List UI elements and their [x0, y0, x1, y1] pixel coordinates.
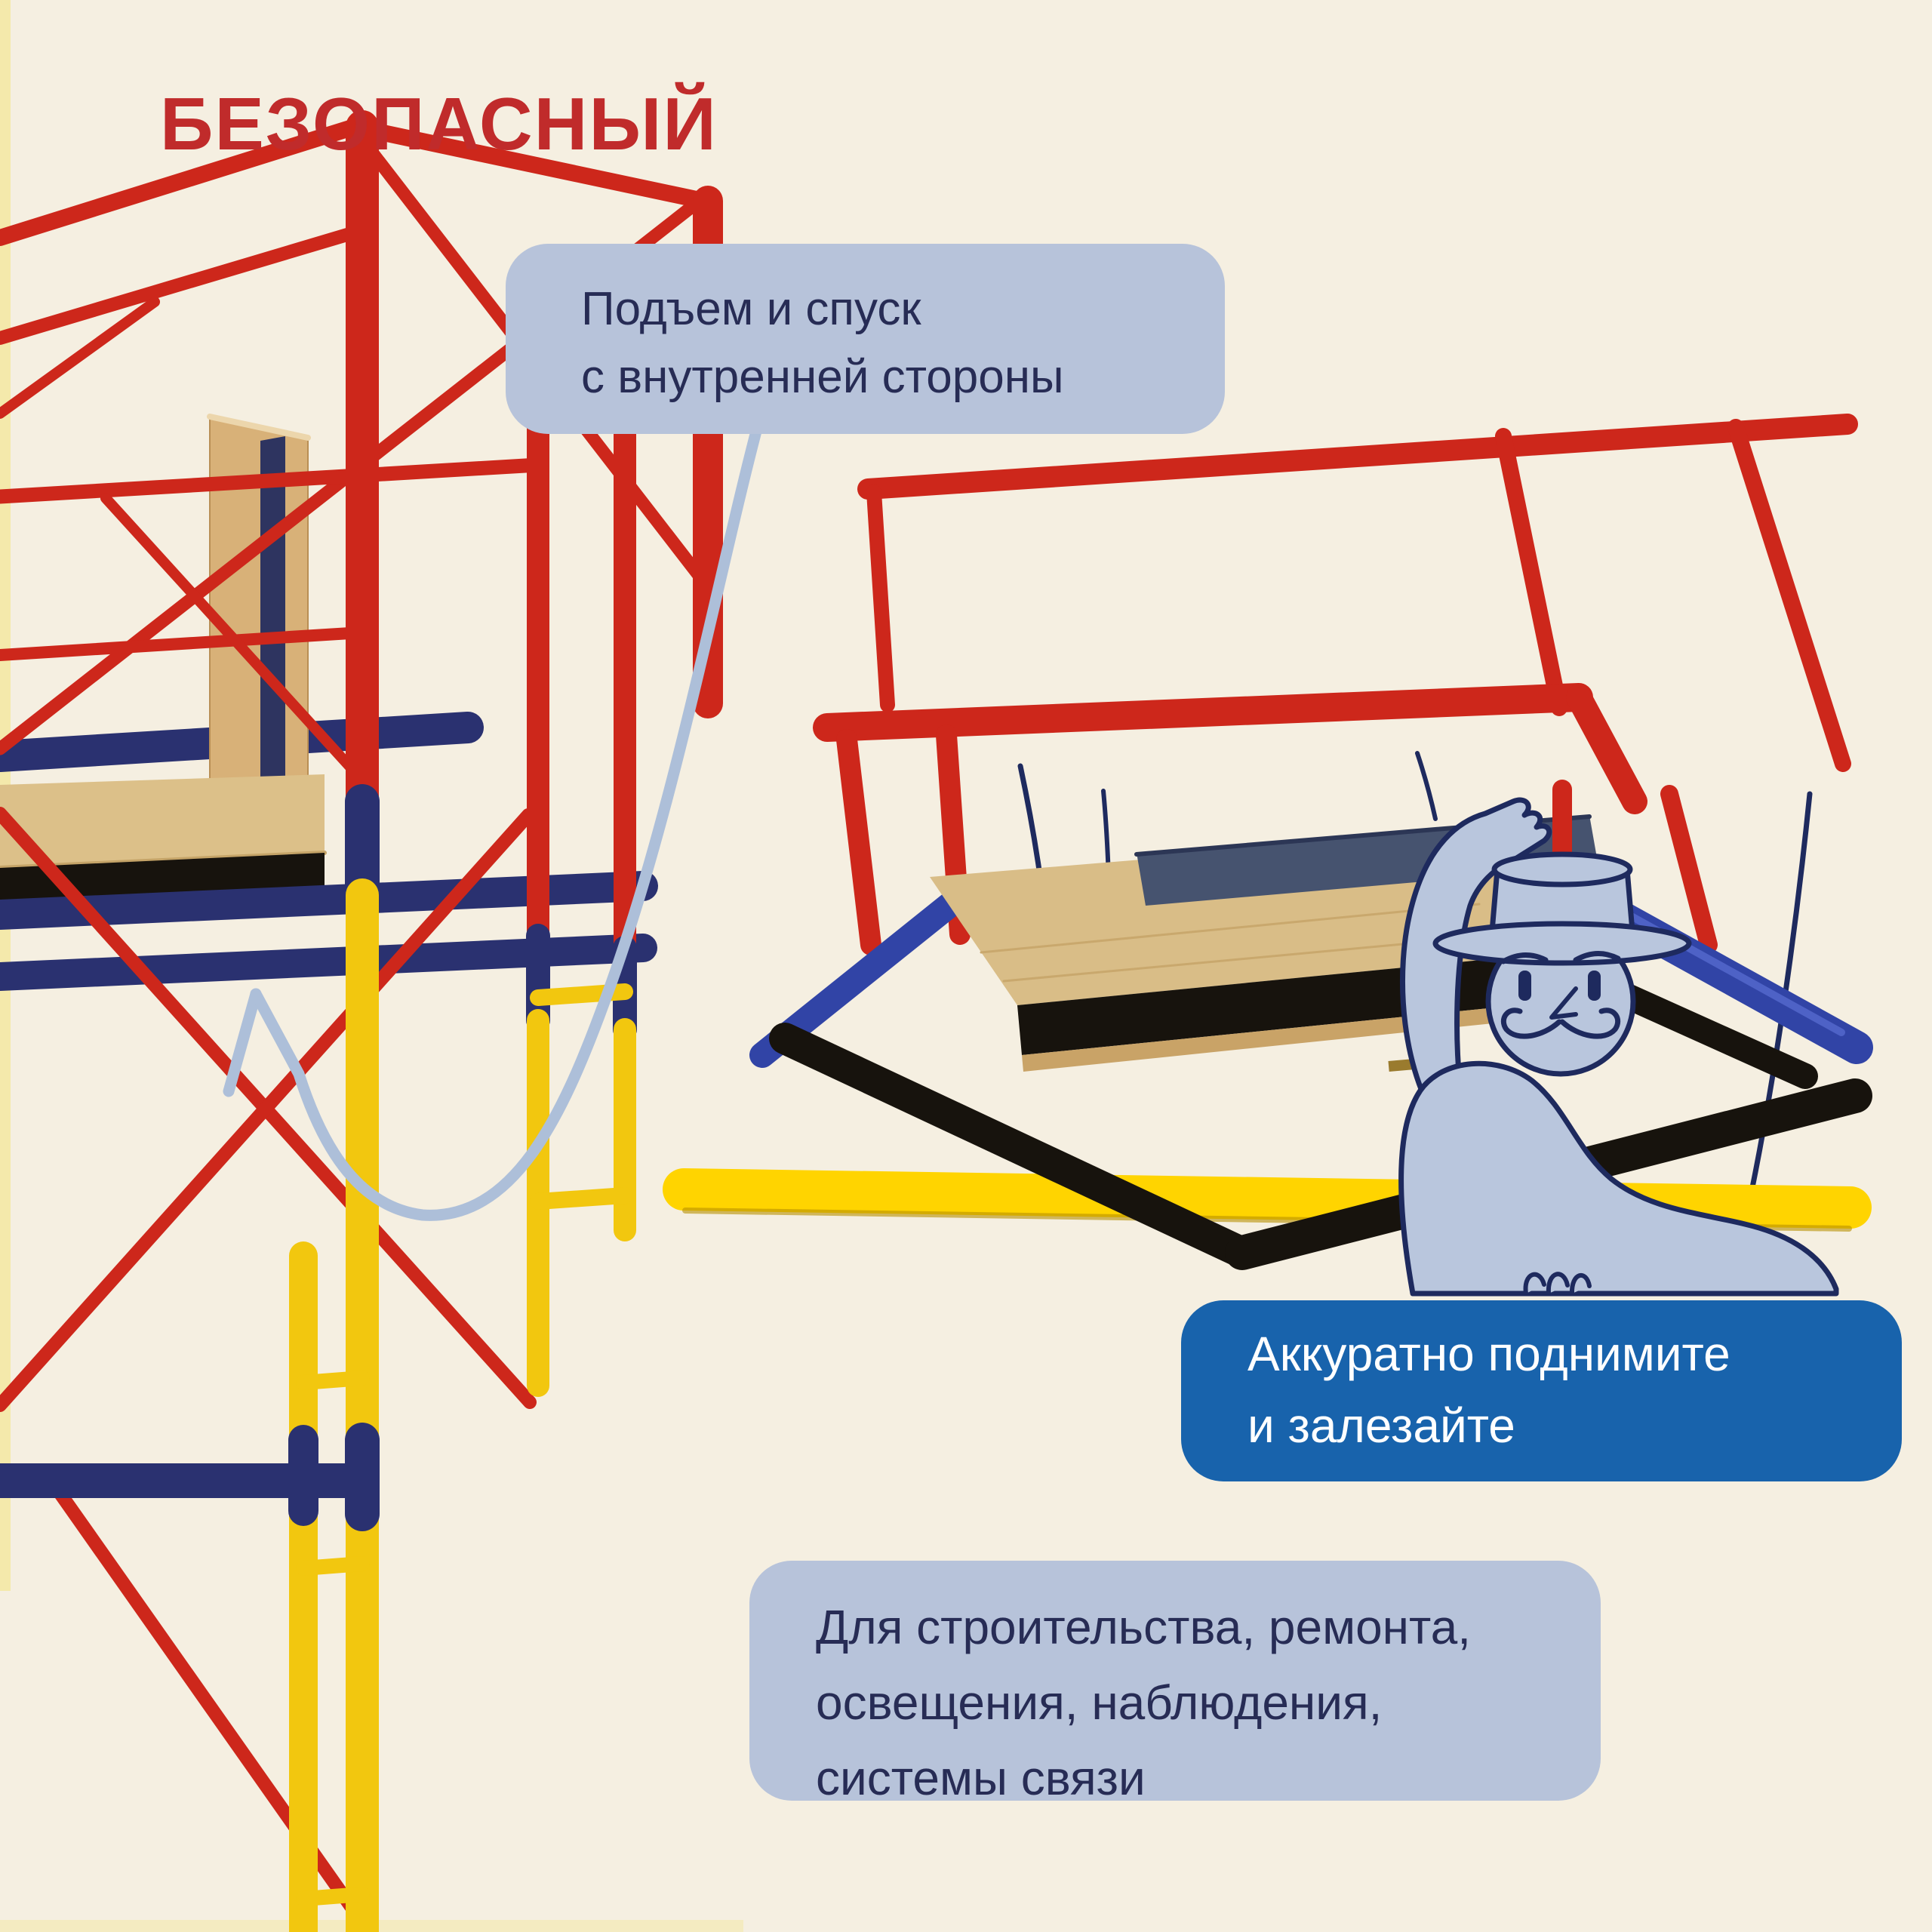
callout-usage: Для строительства, ремонта, освещения, н…: [749, 1561, 1601, 1805]
callout-inner-access-line2: с внутренней стороны: [581, 351, 1064, 403]
curved-arrow-icon: [223, 417, 764, 1221]
eyebrow-left: [1500, 952, 1549, 964]
mascot-character: [1398, 797, 1839, 1297]
far-ladder-frame: [526, 411, 637, 1397]
callout-usage-line2: освещения, наблюдения,: [816, 1675, 1383, 1730]
page-title: БЕЗОПАСНЫЙ: [160, 82, 718, 165]
ladder-rungs: [296, 1371, 370, 1906]
nose: [1549, 986, 1578, 1020]
callout-inner-access-line1: Подъем и спуск: [581, 283, 921, 335]
mustache-icon: [1500, 1008, 1621, 1039]
red-braces: [0, 118, 715, 1932]
callout-usage-line3: системы связи: [816, 1751, 1146, 1805]
callout-usage-line1: Для строительства, ремонта,: [816, 1600, 1471, 1654]
callout-inner-access: Подъем и спуск с внутренней стороны: [506, 244, 1225, 434]
eye-right: [1588, 971, 1601, 1001]
yellow-beam: [663, 1168, 1872, 1229]
callout-climb-line1: Аккуратно поднимите: [1247, 1327, 1730, 1381]
platform-hatch-photo: [663, 414, 1873, 1270]
callout-climb-line2: и залезайте: [1247, 1398, 1515, 1453]
platform-deck: [0, 774, 325, 868]
top-hat-icon: [1432, 851, 1692, 966]
eye-left: [1518, 971, 1531, 1001]
scaffold-tower-photo: [0, 110, 723, 1932]
mascot-body: [1398, 1060, 1839, 1297]
callout-climb-carefully: Аккуратно поднимите и залезайте: [1181, 1300, 1902, 1481]
eyebrow-right: [1573, 951, 1621, 963]
